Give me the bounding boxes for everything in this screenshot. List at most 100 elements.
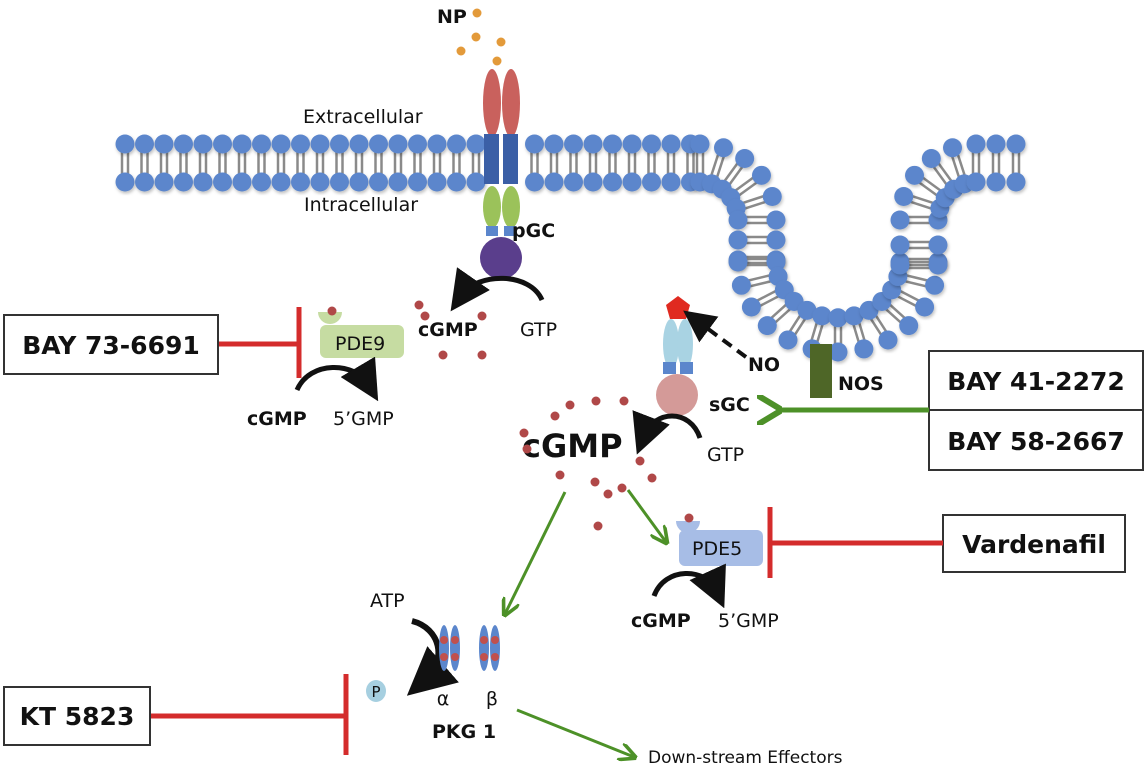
gtp-pgc-label: GTP <box>520 319 557 341</box>
phospholipid <box>642 134 661 192</box>
heme-icon <box>666 296 690 319</box>
phospholipid <box>564 134 583 192</box>
phospholipid <box>174 134 193 192</box>
phospholipid <box>232 134 252 192</box>
phospholipid <box>986 134 1006 192</box>
phospholipid <box>544 134 564 192</box>
nos-label: NOS <box>838 373 884 395</box>
phospholipid <box>890 235 948 255</box>
phospholipid <box>213 134 232 192</box>
sgc-label: sGC <box>709 394 750 416</box>
phospholipid <box>757 291 804 336</box>
sgc-reaction-arrow <box>632 410 703 455</box>
bay-58-2667-label: BAY 58-2667 <box>947 427 1125 456</box>
pde5-substrate-label: cGMP <box>631 610 691 632</box>
phospholipid <box>154 134 174 192</box>
pkg1-alpha-subunit <box>439 625 460 671</box>
beta-label: β <box>486 688 498 710</box>
kt-5823-box: KT 5823 <box>3 686 151 746</box>
cgmp-pgc-label: cGMP <box>418 319 478 341</box>
sgc-stimulator-box: BAY 41-2272 BAY 58-2667 <box>928 350 1144 471</box>
phospholipid <box>427 134 447 192</box>
phospholipid <box>271 134 291 192</box>
phosphate-icon <box>366 680 386 702</box>
np-label: NP <box>437 6 467 28</box>
pde9-enzyme <box>318 306 404 358</box>
phospholipid <box>890 210 948 230</box>
extracellular-label: Extracellular <box>303 106 423 128</box>
phospholipid <box>726 187 782 218</box>
downstream-effectors-label: Down-stream Effectors <box>648 748 843 768</box>
phospholipid <box>135 134 154 192</box>
phospholipid <box>525 134 544 192</box>
gtp-sgc-label: GTP <box>707 444 744 466</box>
nos-block <box>810 344 832 398</box>
pkg-to-downstream-arrow <box>516 708 634 757</box>
np-dot <box>456 46 466 56</box>
no-label: NO <box>748 354 780 376</box>
vardenafil-label: Vardenafil <box>962 530 1106 559</box>
cgmp-to-pkg-arrow <box>505 491 567 614</box>
phospholipid <box>252 134 271 192</box>
sgc-enzyme <box>656 296 698 416</box>
phospholipid <box>828 308 848 362</box>
np-dot <box>492 56 502 66</box>
bay-41-2272-label: BAY 41-2272 <box>947 367 1125 396</box>
phospholipid <box>888 266 945 295</box>
bay-73-6691-label: BAY 73-6691 <box>22 331 200 360</box>
cgmp-dots-main <box>519 396 657 531</box>
cgmp-dots-pgc <box>414 300 487 360</box>
pde5-enzyme <box>676 513 763 566</box>
intracellular-label: Intracellular <box>304 194 418 216</box>
bay-73-6691-box: BAY 73-6691 <box>3 314 219 375</box>
phospholipid <box>890 255 948 275</box>
pde9-reaction-arrow <box>294 356 379 402</box>
phospholipid <box>583 134 603 192</box>
phospholipid <box>408 134 427 192</box>
cgmp-main-label: cGMP <box>522 427 623 465</box>
phospholipid <box>115 134 135 192</box>
phospholipid <box>778 300 817 350</box>
phospholipid <box>943 138 974 194</box>
pgc-catalytic-domain <box>480 237 522 279</box>
phospholipid <box>193 134 213 192</box>
np-dot <box>472 8 482 18</box>
pgc-reaction-arrow <box>450 267 545 312</box>
phospholipid <box>310 134 330 192</box>
pde5-reaction-arrow <box>651 563 726 609</box>
pde9-product-label: 5’GMP <box>333 408 394 430</box>
phospholipid <box>369 134 388 192</box>
pkg1-beta-subunit <box>479 625 500 671</box>
pgc-label: pGC <box>512 220 555 242</box>
phospholipid <box>466 134 486 192</box>
vardenafil-box: Vardenafil <box>942 514 1126 573</box>
phospholipid <box>966 134 986 192</box>
cgmp-to-pde5-arrow <box>626 489 666 542</box>
phospholipid <box>661 134 681 192</box>
phospholipid <box>349 134 369 192</box>
alpha-label: α <box>437 688 450 710</box>
kt-5823-label: KT 5823 <box>20 702 135 731</box>
phospholipid <box>447 134 466 192</box>
phospholipid <box>712 149 755 199</box>
atp-label: ATP <box>370 590 405 612</box>
phospholipid <box>330 134 349 192</box>
phospholipid <box>844 306 874 359</box>
phospholipid <box>622 134 642 192</box>
pgc-receptor <box>480 69 522 279</box>
np-dot <box>471 32 481 42</box>
pde9-label: PDE9 <box>335 333 385 355</box>
no-to-sgc-arrow <box>683 310 748 359</box>
phospholipid <box>388 134 408 192</box>
pde9-substrate-label: cGMP <box>247 408 307 430</box>
phospholipid <box>728 230 786 250</box>
phospholipid <box>728 210 786 230</box>
sgc-catalytic-domain <box>656 374 698 416</box>
np-dot <box>496 37 506 47</box>
pde5-label: PDE5 <box>692 538 742 560</box>
phospholipid <box>728 252 786 272</box>
pkg1-label: PKG 1 <box>432 721 496 743</box>
phosphate-label: P <box>371 683 380 701</box>
phospholipid <box>1006 134 1026 192</box>
